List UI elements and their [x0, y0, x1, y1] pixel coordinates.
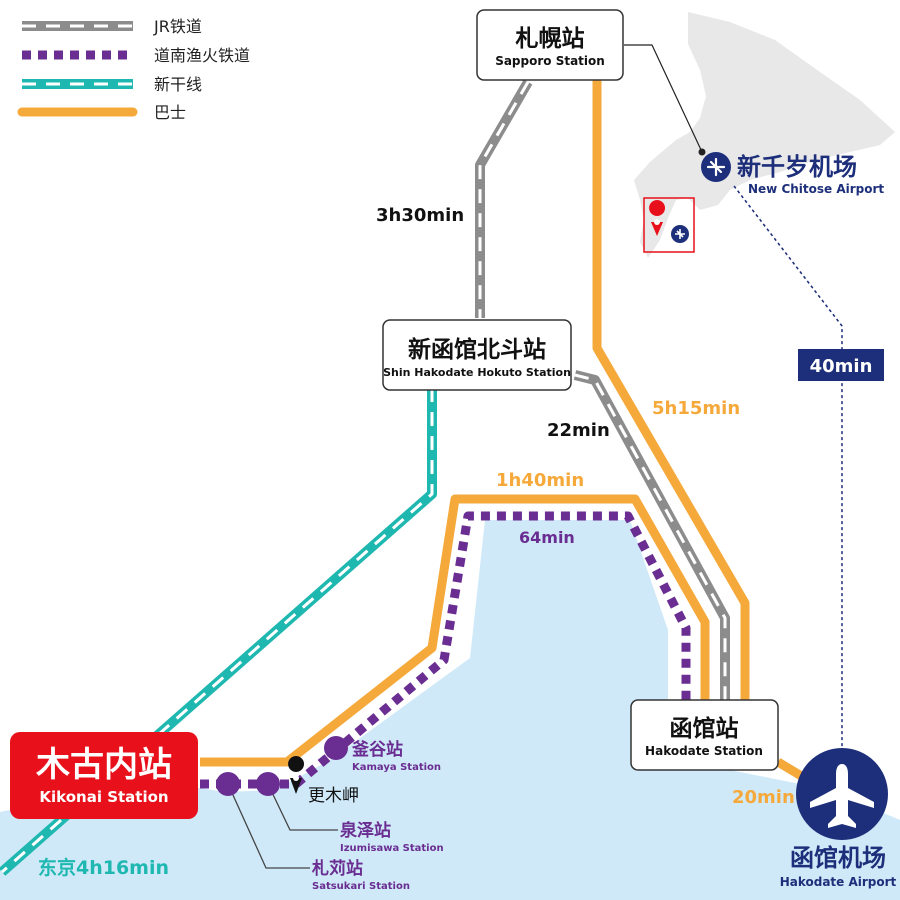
satsukari-station-name: 札苅站	[311, 858, 363, 879]
new-chitose-name: 新千岁机场	[737, 153, 857, 181]
kikonai-station-en: Kikonai Station	[39, 788, 168, 806]
satsukari-station-dot[interactable]	[216, 772, 240, 796]
inset-highlight-box	[643, 197, 695, 253]
hakodate-station-en: Hakodate Station	[645, 744, 763, 758]
shin-hakodate-station-name: 新函馆北斗站	[408, 336, 546, 363]
hokkaido-inset	[634, 12, 895, 258]
new-chitose-airplane-icon	[701, 152, 731, 182]
kikonai-station[interactable]: 木古内站 Kikonai Station	[10, 732, 198, 819]
sapporo-chitose-pointer	[624, 44, 703, 153]
legend-jr: JR铁道	[153, 17, 202, 36]
shin-hakodate-station-en: Shin Hakodate Hokuto Station	[383, 366, 571, 379]
satsukari-leader	[227, 783, 310, 869]
sarakimisaki-label: 更木岬	[308, 786, 359, 806]
time-sapporo-shin-hakodate: 3h30min	[376, 205, 464, 226]
jr-line-sapporo	[475, 79, 533, 318]
time-kikonai-hakodate-bus: 1h40min	[496, 470, 584, 491]
shin-hakodate-station[interactable]: 新函馆北斗站 Shin Hakodate Hokuto Station	[382, 319, 572, 391]
hakodate-airport-mini-icon	[671, 225, 689, 243]
sapporo-station[interactable]: 札幌站 Sapporo Station	[476, 9, 624, 81]
legend-shinkansen: 新干线	[154, 75, 202, 94]
sapporo-station-en: Sapporo Station	[495, 54, 605, 68]
bus-line-sapporo	[592, 80, 750, 702]
time-sapporo-hakodate-bus: 5h15min	[652, 398, 740, 419]
time-tokyo: 东京4h16min	[38, 856, 169, 879]
time-isaribi: 64min	[519, 528, 575, 547]
legend-isaribi: 道南渔火铁道	[154, 46, 250, 65]
airport-connection-line	[733, 185, 843, 750]
bus-line-kikonai	[200, 494, 710, 767]
izumisawa-station-name: 泉泽站	[339, 820, 391, 841]
kamaya-station-dot[interactable]	[324, 736, 348, 760]
airport-bus-badge: 40min	[798, 349, 884, 381]
legend: JR铁道 道南渔火铁道 新干线 巴士	[17, 17, 250, 122]
time-shin-hakodate-hakodate: 22min	[547, 420, 610, 441]
hakodate-airport-name: 函馆机场	[790, 844, 886, 872]
kamaya-station-name: 釜谷站	[351, 739, 403, 760]
sarakimisaki-pin-icon	[288, 756, 305, 794]
hakodate-airport[interactable]: 函馆机场 Hakodate Airport	[780, 748, 897, 889]
legend-bus: 巴士	[154, 103, 186, 122]
satsukari-station-en: Satsukari Station	[312, 881, 410, 892]
hakodate-station[interactable]: 函馆站 Hakodate Station	[630, 699, 779, 771]
hokkaido-silhouette	[634, 12, 895, 258]
kikonai-station-name: 木古内站	[35, 745, 172, 785]
time-hakodate-airport: 20min	[732, 787, 795, 808]
hakodate-airplane-icon	[796, 748, 888, 840]
time-airport-bus: 40min	[810, 356, 873, 377]
hakodate-station-name: 函馆站	[670, 715, 739, 742]
sea-area	[0, 520, 900, 900]
hakodate-airport-en: Hakodate Airport	[780, 875, 897, 889]
izumisawa-station-en: Izumisawa Station	[340, 843, 444, 854]
new-chitose-airport[interactable]: 新千岁机场 New Chitose Airport	[701, 152, 884, 196]
kikonai-pin-icon	[649, 200, 666, 236]
izumisawa-leader	[267, 783, 338, 831]
kamaya-station-en: Kamaya Station	[352, 762, 441, 773]
sapporo-station-name: 札幌站	[515, 26, 585, 52]
izumisawa-station-dot[interactable]	[256, 772, 280, 796]
new-chitose-en: New Chitose Airport	[748, 182, 884, 196]
